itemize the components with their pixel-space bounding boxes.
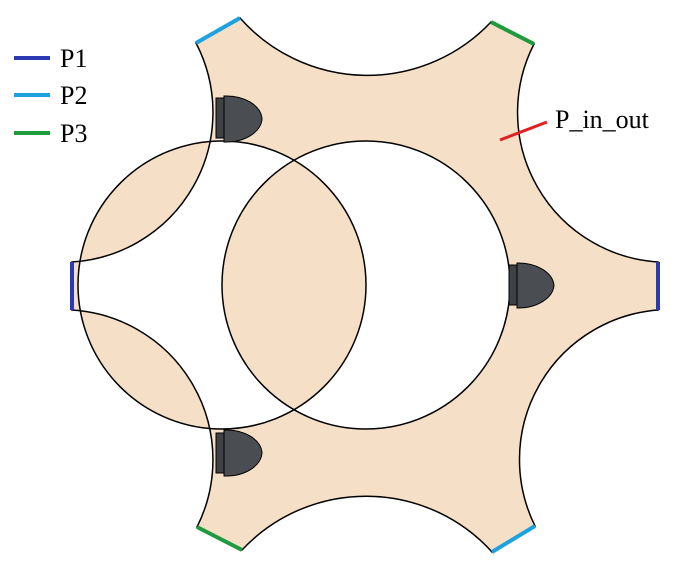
p2-boundary-top-left <box>195 16 241 45</box>
legend-item-p1: P1 <box>14 44 87 73</box>
cross-section-body <box>71 17 659 553</box>
legend-label-p3: P3 <box>60 119 87 148</box>
p2-boundary-bottom-right <box>490 524 537 554</box>
p-in-out-annotation: P_in_out <box>499 105 650 142</box>
p-in-out-label: P_in_out <box>555 105 650 134</box>
knob-right <box>508 262 555 309</box>
p3-boundary-top-right <box>490 20 535 46</box>
legend: P1 P2 P3 <box>14 44 87 148</box>
knob-top-left <box>215 95 263 143</box>
legend-label-p1: P1 <box>60 44 87 73</box>
knob-bottom-left <box>215 429 263 477</box>
p3-boundary-bottom-left <box>196 525 243 552</box>
p-in-out-marker <box>499 120 548 142</box>
legend-item-p2: P2 <box>14 81 87 110</box>
legend-label-p2: P2 <box>60 81 87 110</box>
legend-item-p3: P3 <box>14 119 87 148</box>
